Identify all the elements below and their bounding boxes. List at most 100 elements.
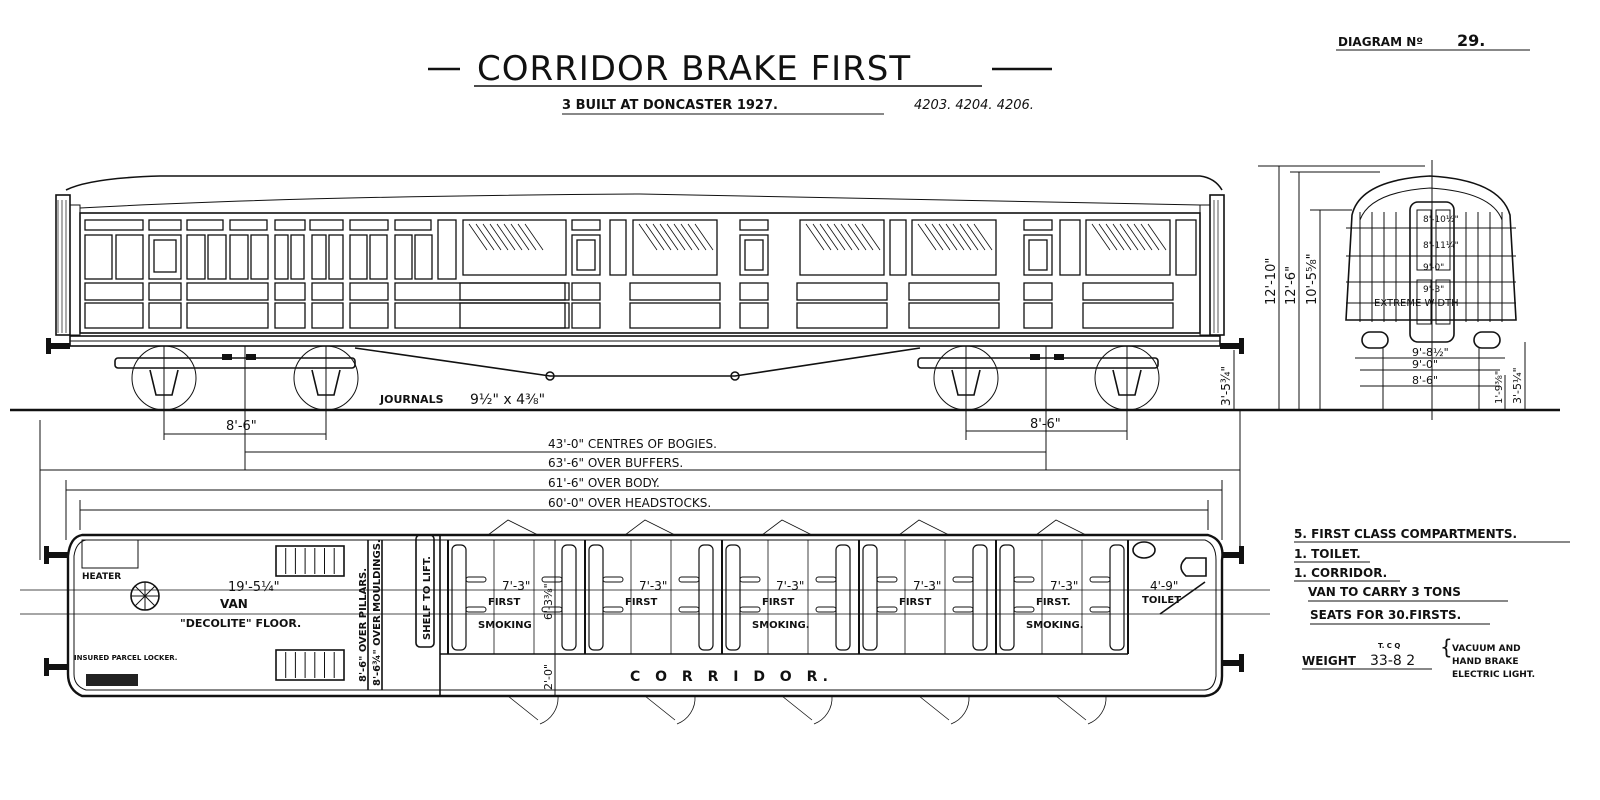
glass-shading (524, 223, 544, 251)
van-panels (84, 219, 566, 329)
armrest (1089, 606, 1111, 613)
diagram-number: 29. (1457, 31, 1485, 50)
door-panel (739, 302, 769, 329)
toilet: 4'-9" TOILET (1132, 541, 1207, 615)
glass-shading (666, 223, 686, 251)
glass-shading (945, 223, 965, 251)
quarter-light-window (911, 219, 997, 276)
wheelbase-right: 8'-6" (1030, 417, 1061, 432)
compartment-class: FIRST. (1036, 597, 1071, 608)
compartment-length: 7'-3" (639, 579, 667, 593)
brace: { (1440, 635, 1453, 659)
armrest (739, 606, 761, 613)
lower-panel (629, 302, 721, 329)
overall-dimensions: 43'-0" CENTRES OF BOGIES. 63'-6" OVER BU… (39, 410, 1241, 560)
dim-bogie-centres: 43'-0" CENTRES OF BOGIES. (548, 437, 717, 451)
end-buffer-height: 3'-5¼" (1511, 367, 1524, 404)
quarter-light-window (462, 219, 567, 276)
glass-shading (1126, 223, 1146, 251)
lower-panel (459, 282, 570, 301)
armrest (678, 576, 700, 583)
glass-shading (1140, 223, 1160, 251)
armrest (465, 576, 487, 583)
armrest (1013, 576, 1035, 583)
door-swing (1035, 519, 1087, 536)
buffer-height-side: 3'-5¾" (1219, 366, 1233, 406)
pier-panel (1059, 219, 1081, 276)
compartment-smoking: SMOKING. (1026, 620, 1084, 631)
seat-right (698, 544, 714, 651)
van-label: VAN (220, 597, 248, 611)
buffer-right (1220, 338, 1244, 354)
door-window (739, 234, 769, 276)
door-swing (507, 695, 559, 725)
glass-shading (1098, 223, 1118, 251)
floor-label: "DECOLITE" FLOOR. (180, 617, 301, 630)
glass-shading (1105, 223, 1125, 251)
armrest (815, 576, 837, 583)
armrest (952, 576, 974, 583)
glass-shading (938, 223, 958, 251)
glass-shading (833, 223, 853, 251)
lower-panel (1082, 302, 1174, 329)
glass-shading (694, 223, 714, 251)
pier-panel (889, 219, 907, 276)
glass-shading (854, 223, 874, 251)
compartment-length: 7'-3" (913, 579, 941, 593)
journals-label: JOURNALS (379, 393, 444, 406)
armrest (465, 606, 487, 613)
glass-shading (482, 223, 502, 251)
corridor-label: C O R R I D O R. (630, 669, 833, 685)
end-width-3: 9'-0" (1423, 263, 1444, 273)
seat-right (1109, 544, 1125, 651)
weight-label: WEIGHT (1302, 654, 1357, 668)
glass-shading (812, 223, 832, 251)
end-bottom-width-3: 8'-6" (1412, 374, 1438, 387)
drawing-title: CORRIDOR BRAKE FIRST (477, 49, 911, 89)
glass-shading (652, 223, 672, 251)
compartment-length: 7'-3" (502, 579, 530, 593)
door-panel (1023, 302, 1053, 329)
shelf-label: SHELF TO LIFT. (422, 556, 433, 640)
note-toilet: 1. TOILET. (1294, 547, 1361, 561)
note-seats: SEATS FOR 30.FIRSTS. (1310, 608, 1461, 622)
armrest (541, 576, 563, 583)
shelf (415, 534, 435, 648)
compartment-class: FIRST (762, 597, 794, 608)
glass-shading (819, 223, 839, 251)
plan-outline (66, 533, 1224, 698)
height-roof: 12'-6" (1284, 266, 1299, 305)
compartment: 7'-3"FIRST.SMOKING. (995, 519, 1125, 725)
glass-shading (1147, 223, 1167, 251)
door-vent (571, 219, 601, 231)
step-height: 1'-9⅜" (1494, 371, 1505, 404)
armrest (876, 606, 898, 613)
glass-shading (687, 223, 707, 251)
bogie-left (114, 345, 359, 470)
glass-shading (638, 223, 658, 251)
toilet-basin (1132, 541, 1156, 559)
compartment: 7'-3"FIRST (858, 519, 988, 725)
note-corridor: 1. CORRIDOR. (1294, 566, 1387, 580)
door-panel (1023, 282, 1053, 301)
glass-shading (924, 223, 944, 251)
door-window (571, 234, 601, 276)
heater-label: HEATER (82, 572, 121, 582)
quarter-light-window (799, 219, 885, 276)
glass-shading (673, 223, 693, 251)
brake-line-2: HAND BRAKE (1452, 657, 1519, 667)
van-door-bottom (275, 649, 345, 681)
door-swing (644, 695, 696, 725)
door-swing (781, 695, 833, 725)
note-van-capacity: VAN TO CARRY 3 TONS (1308, 585, 1461, 599)
parcel-locker-label: INSURED PARCEL LOCKER. (74, 654, 177, 662)
glass-shading (659, 223, 679, 251)
door-swing (1055, 695, 1107, 725)
left-end-post (69, 204, 81, 336)
buffer-left (46, 338, 70, 354)
compartment-class: FIRST (488, 597, 520, 608)
compartment-smoking: SMOKING. (752, 620, 810, 631)
seat-right (835, 544, 851, 651)
armrest (602, 576, 624, 583)
